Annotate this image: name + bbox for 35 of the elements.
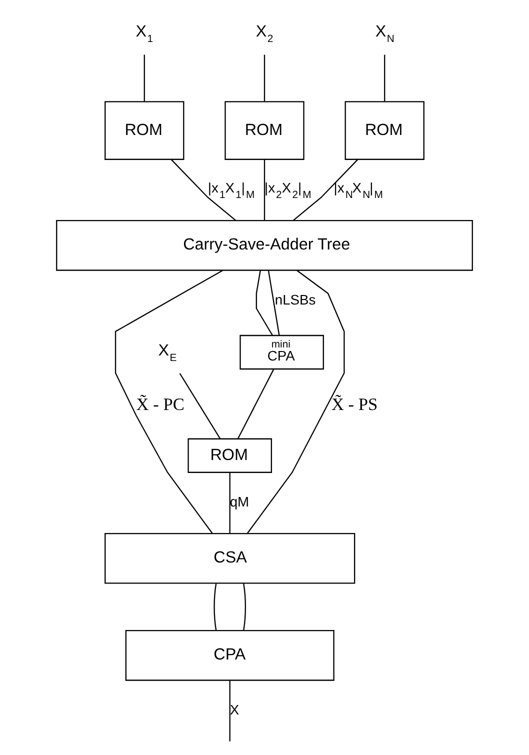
node-text: X$_{2}$ xyxy=(256,22,274,46)
connector xyxy=(229,472,230,534)
node-text: X$_{E}$ xyxy=(158,341,177,364)
node-box: ROM xyxy=(344,101,424,160)
node-box: CPA xyxy=(125,630,334,681)
connector xyxy=(256,270,273,336)
edge-label: X̃ - PS xyxy=(331,395,378,414)
edge-label: |x$_{2}$X$_{2}$|$_{M}$ xyxy=(264,179,312,201)
connector xyxy=(214,583,217,630)
node-box: ROM xyxy=(188,438,272,473)
node-text: X$_{N}$ xyxy=(375,22,394,46)
connector xyxy=(237,368,274,440)
connector xyxy=(293,159,358,221)
node-text: X$_{1}$ xyxy=(136,22,154,46)
edge-label: qM xyxy=(230,494,250,510)
edge-label: |x$_{1}$X$_{1}$|$_{M}$ xyxy=(208,179,255,201)
connector xyxy=(264,160,266,221)
connector xyxy=(384,54,386,102)
connector xyxy=(144,54,145,102)
connector xyxy=(179,373,221,440)
connector xyxy=(264,54,266,102)
connector xyxy=(114,270,223,534)
edge-label: nLSBs xyxy=(274,291,316,308)
connector xyxy=(247,270,345,534)
connector xyxy=(268,270,280,336)
connector xyxy=(229,680,230,742)
node-box: mini CPA xyxy=(240,334,324,370)
node-box: Carry-Save-Adder Tree xyxy=(56,220,473,271)
connector xyxy=(170,159,236,221)
edge-label: |x$_{N}$X$_{N}$|$_{M}$ xyxy=(334,179,383,201)
node-box: CSA xyxy=(104,533,356,584)
node-box: ROM xyxy=(104,101,184,160)
node-box: ROM xyxy=(224,101,304,160)
edge-label: X̃ - PC xyxy=(136,395,184,414)
connector xyxy=(243,583,246,630)
